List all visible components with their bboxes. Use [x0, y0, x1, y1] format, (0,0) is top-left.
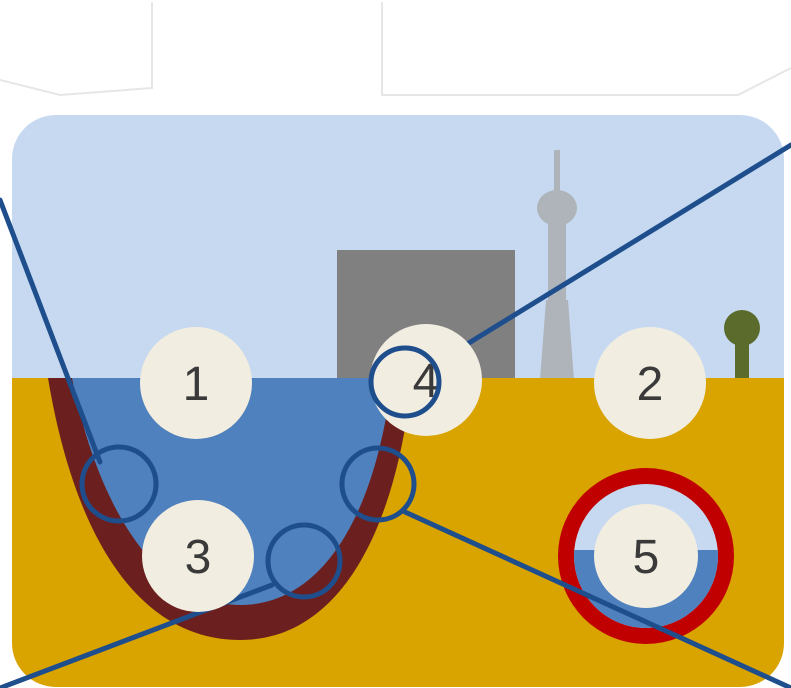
marker-5: 5: [594, 504, 698, 608]
callout-lines: [0, 142, 791, 688]
callout-circles: [79, 345, 442, 600]
top-panel-outline: [0, 2, 791, 97]
callout-circle-bottom: [265, 522, 343, 600]
marker-4: 4: [370, 324, 482, 436]
tree: [724, 310, 760, 382]
marker-1: 1: [140, 327, 252, 439]
marker-3: 3: [142, 500, 254, 612]
callout-line-top-right: [435, 142, 791, 365]
marker-1-label: 1: [183, 358, 210, 411]
marker-2: 2: [594, 327, 706, 439]
callout-line-bottom-right: [402, 509, 791, 688]
callout-line-left: [0, 197, 103, 465]
callout-circle-right-wall: [339, 445, 417, 523]
tower: [537, 150, 577, 380]
marker-2-label: 2: [637, 358, 664, 411]
marker-3-label: 3: [185, 531, 212, 584]
callout-circle-surface: [368, 345, 442, 419]
marker-5-label: 5: [633, 531, 660, 584]
callout-circle-left-wall: [79, 444, 159, 524]
